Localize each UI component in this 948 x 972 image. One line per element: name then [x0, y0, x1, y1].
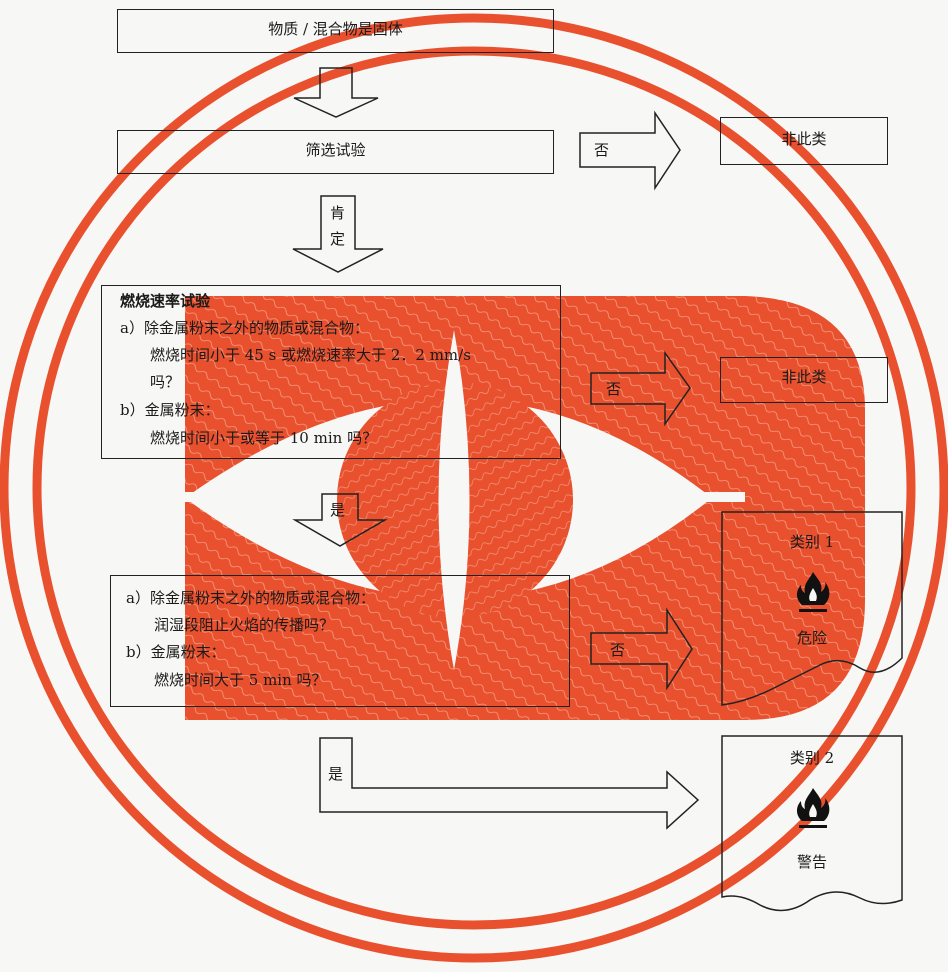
- flame-icon: [791, 568, 835, 618]
- no-label-2: 否: [606, 379, 621, 401]
- right-arrow-3: [591, 610, 692, 688]
- yes-label-1b: 定: [330, 229, 345, 251]
- down-arrow-1: [294, 68, 378, 117]
- cat2-signal: 警告: [722, 852, 902, 874]
- cat1-title: 类别 1: [722, 532, 902, 554]
- l-arrow-yes: [320, 738, 698, 828]
- yes-label-1a: 肯: [330, 203, 345, 225]
- yes-label-3: 是: [328, 764, 343, 786]
- cat1-signal: 危险: [722, 628, 902, 650]
- no-label-1: 否: [594, 140, 609, 162]
- no-label-3: 否: [610, 640, 625, 662]
- flame-icon: [791, 784, 835, 834]
- yes-label-2: 是: [330, 500, 345, 522]
- cat2-title: 类别 2: [722, 748, 902, 770]
